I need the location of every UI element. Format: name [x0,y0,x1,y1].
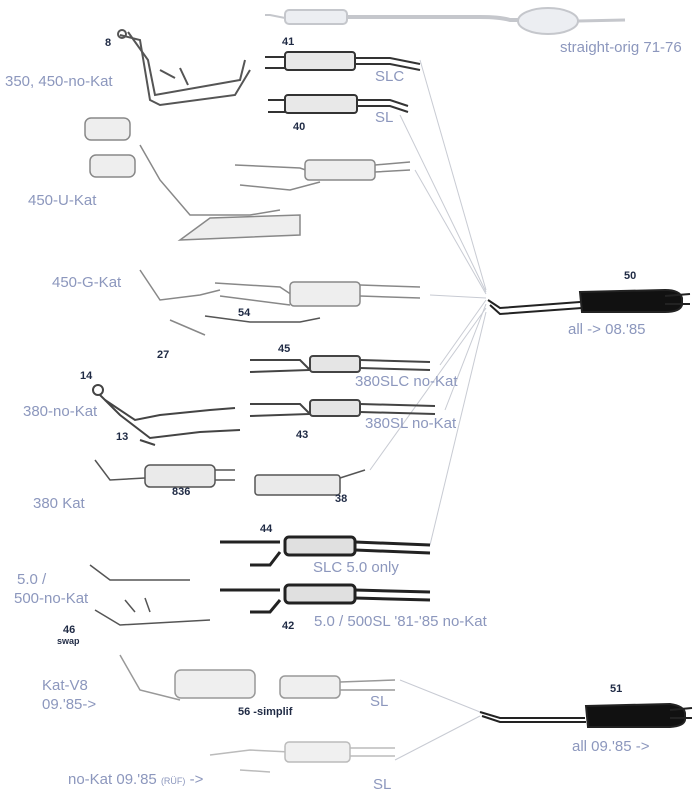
slc50-pipe-44 [220,535,431,567]
sl-pipe-40 [268,94,409,114]
label-380slc: 380SLC no-Kat [355,373,458,390]
part-54: 54 [238,307,251,319]
part-40: 40 [293,121,306,133]
part-45: 45 [278,343,291,355]
label-slc: SLC [375,68,405,85]
part-46: 46 [63,624,76,636]
part-8: 8 [105,37,112,49]
450u-assembly [84,117,411,241]
part-51: 51 [610,683,623,695]
50sl-pipe-42 [220,583,431,614]
part-50: 50 [624,270,637,282]
label-380sl: 380SL no-Kat [365,415,457,432]
rear-muffler-51 [479,702,693,728]
label-nokat85-pre: no-Kat 09.'85 [68,771,157,788]
label-slc50: SLC 5.0 only [313,559,399,576]
part-41: 41 [282,36,295,48]
label-nokat85-post: -> [189,771,204,788]
380sl-pipe-43 [249,399,436,417]
front-pipe-350 [117,29,251,107]
part-56: 56 -simplif [238,706,293,718]
label-380-nokat: 380-no-Kat [23,403,98,420]
part-13: 13 [116,431,129,443]
label-sl-bottom: SL [373,776,392,793]
450g-assembly [139,269,421,336]
part-27: 27 [157,349,170,361]
part-42: 42 [282,620,295,632]
katv8-assembly [119,654,396,701]
leader-lines [369,59,487,761]
label-nokat85: no-Kat 09.'85 (RÜF) -> [68,772,203,787]
slc-pipe-41 [265,51,421,71]
label-380-kat: 380 Kat [33,495,85,512]
380slc-pipe-45 [249,355,431,373]
label-350-450: 350, 450-no-Kat [5,73,113,90]
nokat85-assembly [209,741,395,773]
label-50-a: 5.0 / [17,571,47,588]
label-straight-orig: straight-orig 71-76 [560,39,682,56]
part-44: 44 [260,523,273,535]
label-katv8-b: 09.'85-> [42,696,97,713]
rear-muffler-50 [487,288,691,316]
label-450u-kat: 450-U-Kat [28,192,97,209]
part-46-swap: swap [57,636,80,646]
part-836: 836 [172,486,191,498]
label-katv8-a: Kat-V8 [42,677,88,694]
label-450g-kat: 450-G-Kat [52,274,122,291]
label-50-b: 500-no-Kat [14,590,89,607]
380-nokat-downpipe [92,384,241,446]
part-38: 38 [335,493,348,505]
label-all-0985: all 09.'85 -> [572,738,650,755]
label-sl-kat: SL [370,693,389,710]
label-sl: SL [375,109,394,126]
50-downpipes [89,564,211,626]
380-kat-assembly [94,459,366,496]
straight-orig-pipe [265,7,626,35]
label-all-0885: all -> 08.'85 [568,321,646,338]
part-14: 14 [80,370,93,382]
part-43: 43 [296,429,309,441]
label-nokat85-ruf: (RÜF) [160,776,186,786]
label-50sl: 5.0 / 500SL '81-'85 no-Kat [314,613,487,630]
